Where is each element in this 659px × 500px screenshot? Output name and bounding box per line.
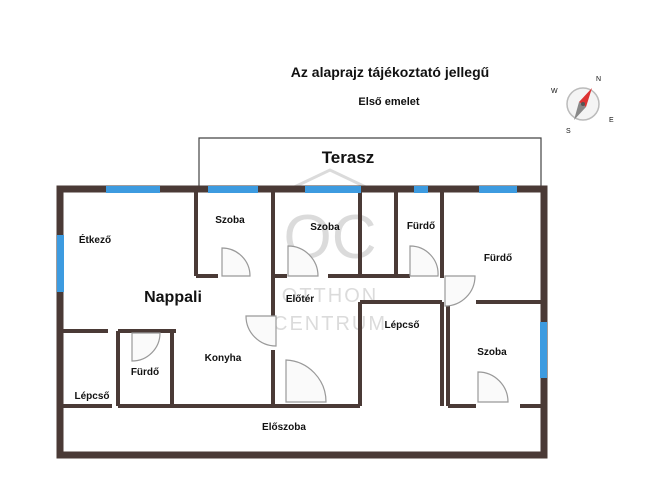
door-swing bbox=[287, 245, 319, 277]
window bbox=[479, 186, 517, 193]
room-label-eloter: Előtér bbox=[286, 294, 314, 305]
floor-subtitle: Első emelet bbox=[358, 96, 419, 108]
window bbox=[414, 186, 428, 193]
compass-n-label: N bbox=[596, 76, 601, 83]
compass-icon: N E S W bbox=[551, 76, 614, 135]
window bbox=[305, 186, 361, 193]
plan-title: Az alaprajz tájékoztató jellegű bbox=[291, 64, 489, 80]
room-label-furdo-1: Fürdő bbox=[407, 221, 435, 232]
door-swing bbox=[245, 315, 277, 347]
room-label-nappali: Nappali bbox=[144, 289, 202, 306]
compass-e-label: E bbox=[609, 117, 614, 124]
room-label-furdo-3: Fürdő bbox=[131, 367, 159, 378]
room-label-lepcso-2: Lépcső bbox=[74, 391, 109, 402]
terrace-outline bbox=[198, 137, 542, 188]
compass-w-label: W bbox=[551, 88, 558, 95]
door-swing bbox=[409, 245, 439, 277]
interior-walls bbox=[62, 190, 544, 408]
window bbox=[208, 186, 258, 193]
doors bbox=[131, 245, 509, 403]
room-label-szoba-1: Szoba bbox=[215, 215, 245, 226]
door-swing bbox=[477, 371, 509, 403]
room-label-szoba-3: Szoba bbox=[477, 347, 507, 358]
door-swing bbox=[285, 359, 327, 403]
watermark-line2: CENTRUM bbox=[273, 313, 387, 335]
compass-s-label: S bbox=[566, 128, 571, 135]
room-label-szoba-2: Szoba bbox=[310, 222, 340, 233]
door-swing bbox=[444, 275, 476, 307]
door-swing bbox=[131, 332, 161, 362]
door-swing bbox=[221, 247, 251, 277]
window bbox=[57, 235, 64, 292]
room-label-eloszoba: Előszoba bbox=[262, 422, 306, 433]
room-label-lepcso-1: Lépcső bbox=[384, 320, 419, 331]
window bbox=[106, 186, 160, 193]
room-label-konyha: Konyha bbox=[205, 353, 242, 364]
watermark-line1: OTTHON bbox=[282, 285, 378, 307]
room-label-terasz: Terasz bbox=[322, 148, 375, 167]
window bbox=[540, 322, 547, 378]
room-label-etkezo: Étkező bbox=[79, 233, 111, 246]
windows bbox=[57, 186, 547, 378]
room-label-furdo-2: Fürdő bbox=[484, 253, 512, 264]
